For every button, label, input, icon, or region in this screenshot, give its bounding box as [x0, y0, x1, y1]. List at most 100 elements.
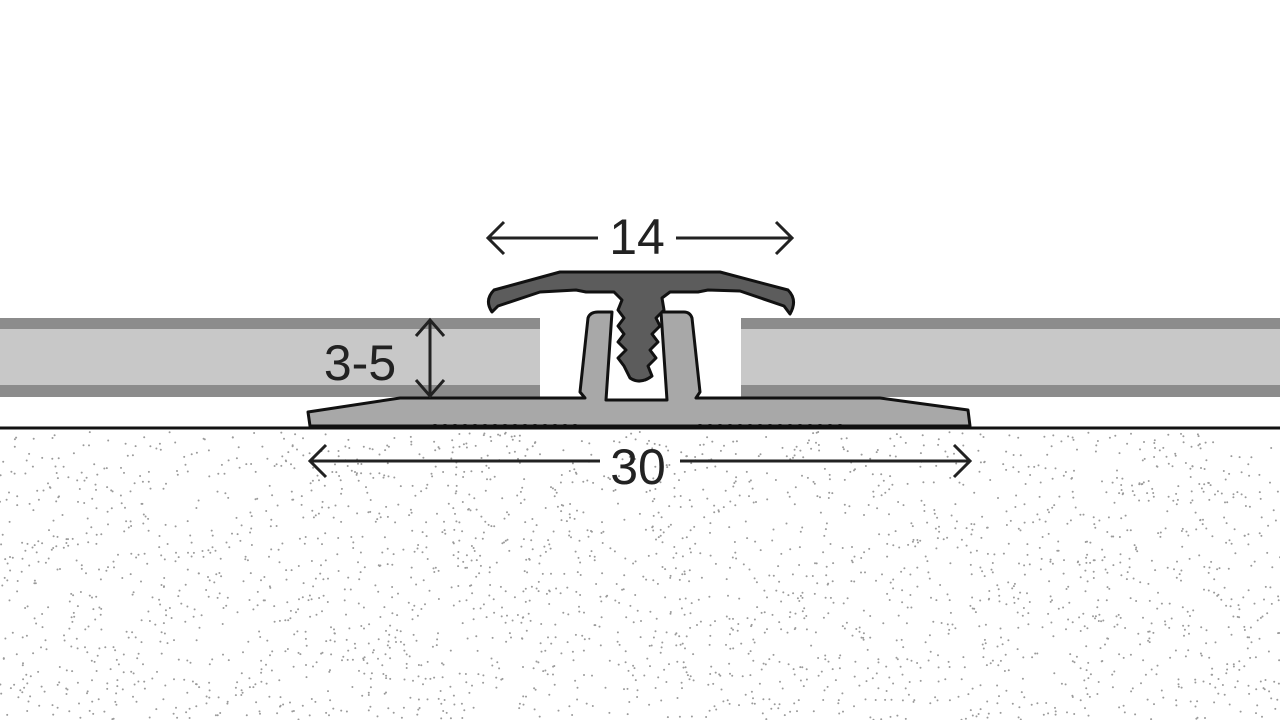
subfloor-dot [787, 663, 790, 666]
subfloor-dot [122, 671, 125, 674]
subfloor-dot [798, 546, 801, 549]
subfloor-dot [932, 481, 935, 484]
subfloor-dot [1125, 578, 1128, 581]
subfloor-dot [930, 596, 932, 599]
subfloor-dot [201, 550, 204, 552]
subfloor-dot [99, 578, 102, 581]
subfloor-dot [582, 649, 585, 652]
subfloor-dot [607, 476, 610, 479]
subfloor-dot [524, 521, 527, 524]
subfloor-dot [730, 627, 733, 630]
subfloor-dot [706, 436, 709, 439]
subfloor-dot [753, 641, 756, 644]
subfloor-dot [260, 668, 263, 671]
subfloor-dot [667, 449, 670, 452]
subfloor-dot [451, 451, 454, 454]
subfloor-dot [65, 693, 68, 695]
subfloor-dot [872, 490, 875, 493]
subfloor-dot [567, 613, 570, 616]
subfloor-dot [1234, 686, 1237, 689]
subfloor-dot [235, 516, 238, 519]
subfloor-dot [37, 560, 40, 563]
subfloor-dot [657, 511, 660, 514]
subfloor-dot [466, 637, 469, 640]
subfloor-dot [609, 478, 611, 481]
subfloor-dot [646, 481, 649, 484]
subfloor-dot [618, 441, 621, 444]
subfloor-dot [919, 465, 922, 468]
subfloor-dot [269, 525, 272, 528]
subfloor-dot [1207, 589, 1210, 592]
subfloor-dot [971, 687, 974, 690]
subfloor-dot [174, 525, 177, 528]
subfloor-dot [613, 550, 616, 553]
subfloor-dot [159, 448, 162, 451]
subfloor-dot [149, 487, 152, 490]
subfloor-dot [1071, 490, 1074, 493]
subfloor-dot [147, 529, 150, 532]
subfloor-dot [360, 463, 363, 465]
subfloor-dot [916, 662, 919, 664]
subfloor-dot [356, 472, 358, 475]
subfloor-dot [686, 674, 689, 677]
subfloor-dot [508, 549, 511, 552]
subfloor-dot [886, 592, 889, 595]
subfloor-dot [1098, 613, 1101, 616]
subfloor-dot [1012, 585, 1015, 588]
subfloor-dot [291, 444, 294, 447]
subfloor-dot [1260, 534, 1263, 537]
subfloor-dot [728, 662, 731, 665]
subfloor-dot [454, 512, 456, 515]
subfloor-dot [1197, 444, 1200, 447]
subfloor-dot [218, 572, 221, 574]
subfloor-dot [332, 516, 335, 519]
subfloor-dot [1135, 600, 1138, 602]
subfloor-dot [964, 717, 967, 720]
subfloor-dot [869, 457, 872, 460]
subfloor-dot [652, 529, 655, 532]
subfloor-dot [414, 494, 417, 497]
subfloor-dot [729, 672, 731, 675]
subfloor-dot [1263, 598, 1265, 601]
subfloor-dot [1208, 566, 1211, 569]
subfloor-dot [461, 530, 464, 533]
subfloor-dot [1240, 471, 1243, 474]
subfloor-dot [290, 569, 293, 572]
subfloor-dot [936, 699, 939, 702]
subfloor-dot [539, 642, 542, 645]
subfloor-dot [574, 633, 577, 636]
subfloor-dot [174, 560, 177, 563]
subfloor-dot [276, 712, 279, 715]
subfloor-dot [120, 502, 123, 505]
subfloor-dot [979, 599, 982, 602]
subfloor-dot [667, 525, 670, 528]
subfloor-dot [65, 687, 68, 690]
subfloor-dot [936, 516, 939, 519]
subfloor-dot [892, 587, 895, 590]
subfloor-dot [513, 450, 516, 453]
subfloor-dot [100, 533, 103, 536]
subfloor-dot [1247, 463, 1250, 466]
subfloor-dot [470, 559, 473, 562]
subfloor-dot [905, 622, 908, 625]
subfloor-dot [618, 475, 620, 478]
subfloor-dot [875, 579, 877, 582]
subfloor-dot [1128, 557, 1131, 560]
subfloor-dot [765, 436, 768, 438]
subfloor-dot [892, 578, 895, 581]
subfloor-dot [827, 497, 830, 499]
subfloor-dot [525, 695, 527, 698]
subfloor-dot [1168, 626, 1171, 629]
subfloor-dot [1094, 526, 1097, 529]
subfloor-dot [389, 657, 392, 660]
subfloor-dot [1233, 528, 1236, 531]
subfloor-dot [1191, 499, 1194, 502]
subfloor-dot [1086, 580, 1089, 583]
subfloor-dot [1139, 643, 1142, 646]
subfloor-dot [1050, 445, 1053, 448]
subfloor-dot [922, 444, 925, 447]
subfloor-dot [662, 531, 665, 534]
subfloor-dot [563, 572, 566, 575]
subfloor-dot [948, 666, 951, 668]
subfloor-dot [750, 625, 753, 628]
